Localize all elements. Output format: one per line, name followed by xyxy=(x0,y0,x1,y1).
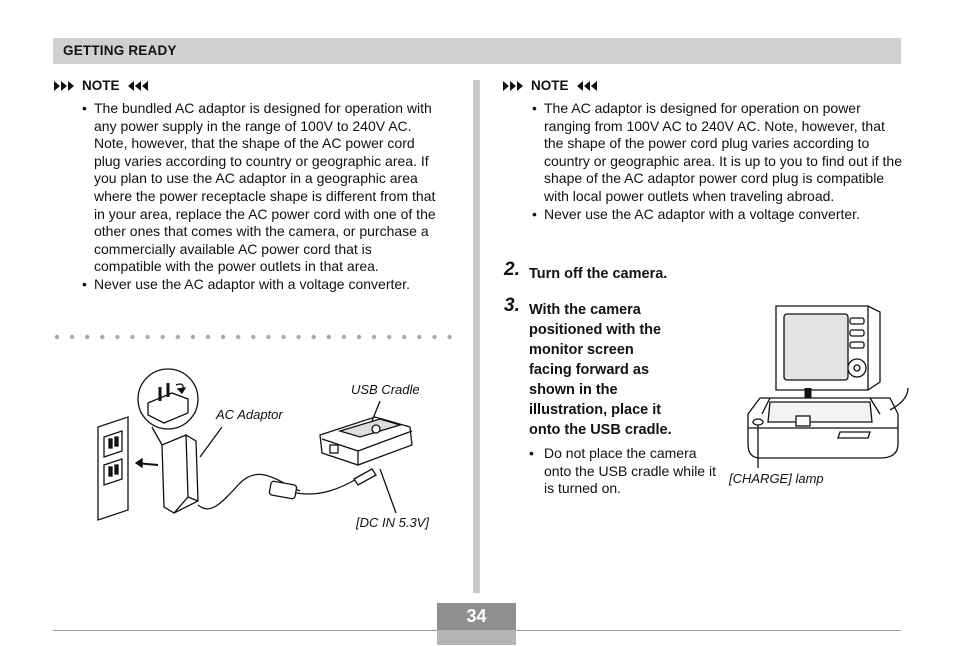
step-3-line: monitor screen xyxy=(529,342,634,358)
separator-dot xyxy=(190,334,196,340)
separator-dot xyxy=(417,334,422,340)
step-2-text: Turn off the camera. xyxy=(529,266,668,282)
camera-screen xyxy=(783,313,849,381)
separator-dot xyxy=(402,334,407,340)
separator-dot xyxy=(311,334,316,340)
step-3-text: With the camera positioned with the moni… xyxy=(529,300,672,440)
step-3-line: positioned with the xyxy=(529,322,662,338)
note-right-arrows-icon xyxy=(576,80,597,91)
note-left-arrows-icon xyxy=(503,80,523,91)
column-divider xyxy=(473,80,480,593)
separator-dot xyxy=(341,334,347,340)
step-3: 3. With the camera positioned with the m… xyxy=(504,296,724,445)
separator-dot xyxy=(266,334,271,340)
separator-dot xyxy=(371,334,377,340)
page-number: 34 xyxy=(437,603,516,630)
list-item: The AC adaptor is designed for operation… xyxy=(532,100,904,206)
left-note-label: NOTE xyxy=(82,78,120,93)
separator-dot xyxy=(356,334,362,340)
usb-cradle-caption: USB Cradle xyxy=(351,382,420,397)
separator-dot xyxy=(251,334,256,340)
usb-cradle xyxy=(319,416,413,466)
separator-dot xyxy=(447,334,452,340)
ac-adaptor-illustration xyxy=(97,368,413,521)
step-3-number: 3. xyxy=(504,295,520,316)
right-note-label: NOTE xyxy=(531,78,569,93)
separator-dot xyxy=(432,334,437,340)
section-header: GETTING READY xyxy=(53,38,901,64)
dc-in-caption: [DC IN 5.3V] xyxy=(356,515,429,530)
step-2-number: 2. xyxy=(504,259,520,280)
separator-dot xyxy=(387,334,392,340)
separator-dot xyxy=(85,334,90,340)
charge-lamp-caption: [CHARGE] lamp xyxy=(729,471,824,486)
dotted-separator xyxy=(54,334,452,340)
separator-dot xyxy=(175,334,180,340)
step-3-line: onto the USB cradle. xyxy=(529,422,672,438)
step-2: 2. Turn off the camera. xyxy=(504,260,804,286)
separator-dot xyxy=(100,334,105,340)
separator-dot xyxy=(236,334,241,340)
separator-dot xyxy=(326,334,331,340)
separator-dot xyxy=(69,334,75,340)
left-note-heading: NOTE xyxy=(54,78,148,93)
separator-dot xyxy=(145,334,150,340)
step-3-line: facing forward as xyxy=(529,362,650,378)
right-note-list: The AC adaptor is designed for operation… xyxy=(532,100,904,223)
note-right-arrows-icon xyxy=(127,80,148,91)
page-number-box: 34 xyxy=(437,603,516,645)
section-title: GETTING READY xyxy=(63,43,177,58)
right-note-heading: NOTE xyxy=(503,78,597,93)
note-left-arrows-icon xyxy=(54,80,74,91)
separator-dot xyxy=(220,334,226,340)
separator-dot xyxy=(54,334,60,340)
separator-dot xyxy=(115,334,120,340)
ac-adaptor xyxy=(161,434,199,514)
list-item: Do not place the camera onto the USB cra… xyxy=(529,445,719,498)
separator-dot xyxy=(160,334,165,340)
step-3-note-list: Do not place the camera onto the USB cra… xyxy=(529,445,719,498)
separator-dot xyxy=(205,334,211,340)
separator-dot xyxy=(281,334,286,340)
camera-cradle-illustration xyxy=(747,305,909,468)
separator-dot xyxy=(296,334,301,340)
separator-dot xyxy=(130,334,135,340)
ac-adaptor-caption: AC Adaptor xyxy=(216,407,283,422)
list-item: Never use the AC adaptor with a voltage … xyxy=(82,276,442,294)
step-3-line: With the camera xyxy=(529,302,641,318)
list-item: Never use the AC adaptor with a voltage … xyxy=(532,206,904,224)
list-item: The bundled AC adaptor is designed for o… xyxy=(82,100,442,276)
left-note-list: The bundled AC adaptor is designed for o… xyxy=(82,100,442,294)
step-3-line: illustration, place it xyxy=(529,402,662,418)
step-3-line: shown in the xyxy=(529,382,618,398)
